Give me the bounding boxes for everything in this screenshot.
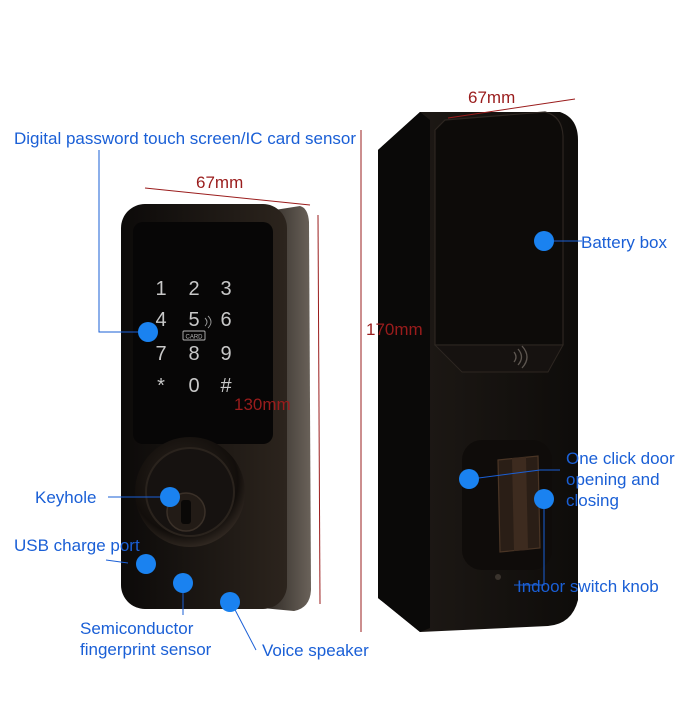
callout-dot-battery bbox=[534, 231, 554, 251]
callout-dots bbox=[136, 231, 554, 612]
callout-fingerprint: Semiconductor fingerprint sensor bbox=[80, 619, 212, 659]
callout-keyhole: Keyhole bbox=[35, 488, 97, 507]
keypad-key: 8 bbox=[188, 343, 199, 365]
callout-dot-touch-screen bbox=[138, 322, 158, 342]
keypad-key: * bbox=[157, 375, 165, 397]
nfc-icon bbox=[513, 345, 528, 369]
dimension-exterior-width: 67mm bbox=[196, 173, 244, 192]
callout-one-click: One click door opening and closing bbox=[566, 449, 675, 510]
keypad-key: 6 bbox=[220, 309, 231, 331]
keypad-key: 7 bbox=[155, 343, 166, 365]
callout-dot-keyhole bbox=[160, 487, 180, 507]
keypad-key: 9 bbox=[220, 343, 231, 365]
callout-dot-usb bbox=[136, 554, 156, 574]
keypad-key: 0 bbox=[188, 375, 199, 397]
reset-hole bbox=[495, 574, 501, 580]
keypad-key: 2 bbox=[188, 278, 199, 300]
keypad-key: 1 bbox=[155, 278, 166, 300]
dimension-lines bbox=[144, 98, 576, 632]
callout-indoor-knob: Indoor switch knob bbox=[517, 577, 659, 596]
touch-keypad-panel bbox=[133, 222, 273, 444]
keypad-key: 5 bbox=[188, 309, 199, 331]
keypad-key: 3 bbox=[220, 278, 231, 300]
callout-usb-port: USB charge port bbox=[14, 536, 140, 555]
keypad-key: 4 bbox=[155, 309, 166, 331]
interior-side-edge bbox=[378, 112, 430, 632]
interior-lock-unit bbox=[378, 111, 578, 632]
keyhole-slot bbox=[181, 500, 191, 524]
dimension-interior-width: 67mm bbox=[468, 88, 516, 107]
dimension-exterior-height: 130mm bbox=[234, 395, 291, 414]
callout-leaders bbox=[98, 150, 582, 651]
callout-dot-fingerprint bbox=[173, 573, 193, 593]
callout-dot-one-click bbox=[459, 469, 479, 489]
keypad-key: # bbox=[220, 375, 232, 397]
card-mark-text: CARD bbox=[185, 335, 203, 341]
dimension-interior-height: 170mm bbox=[366, 320, 423, 339]
callout-battery-box: Battery box bbox=[581, 233, 667, 252]
card-reader-mark: CARD bbox=[182, 315, 212, 341]
callout-dot-indoor-knob bbox=[534, 489, 554, 509]
callout-dot-speaker bbox=[220, 592, 240, 612]
callout-speaker: Voice speaker bbox=[262, 641, 369, 660]
callout-touch-screen: Digital password touch screen/IC card se… bbox=[14, 129, 357, 148]
battery-cover bbox=[434, 111, 564, 346]
